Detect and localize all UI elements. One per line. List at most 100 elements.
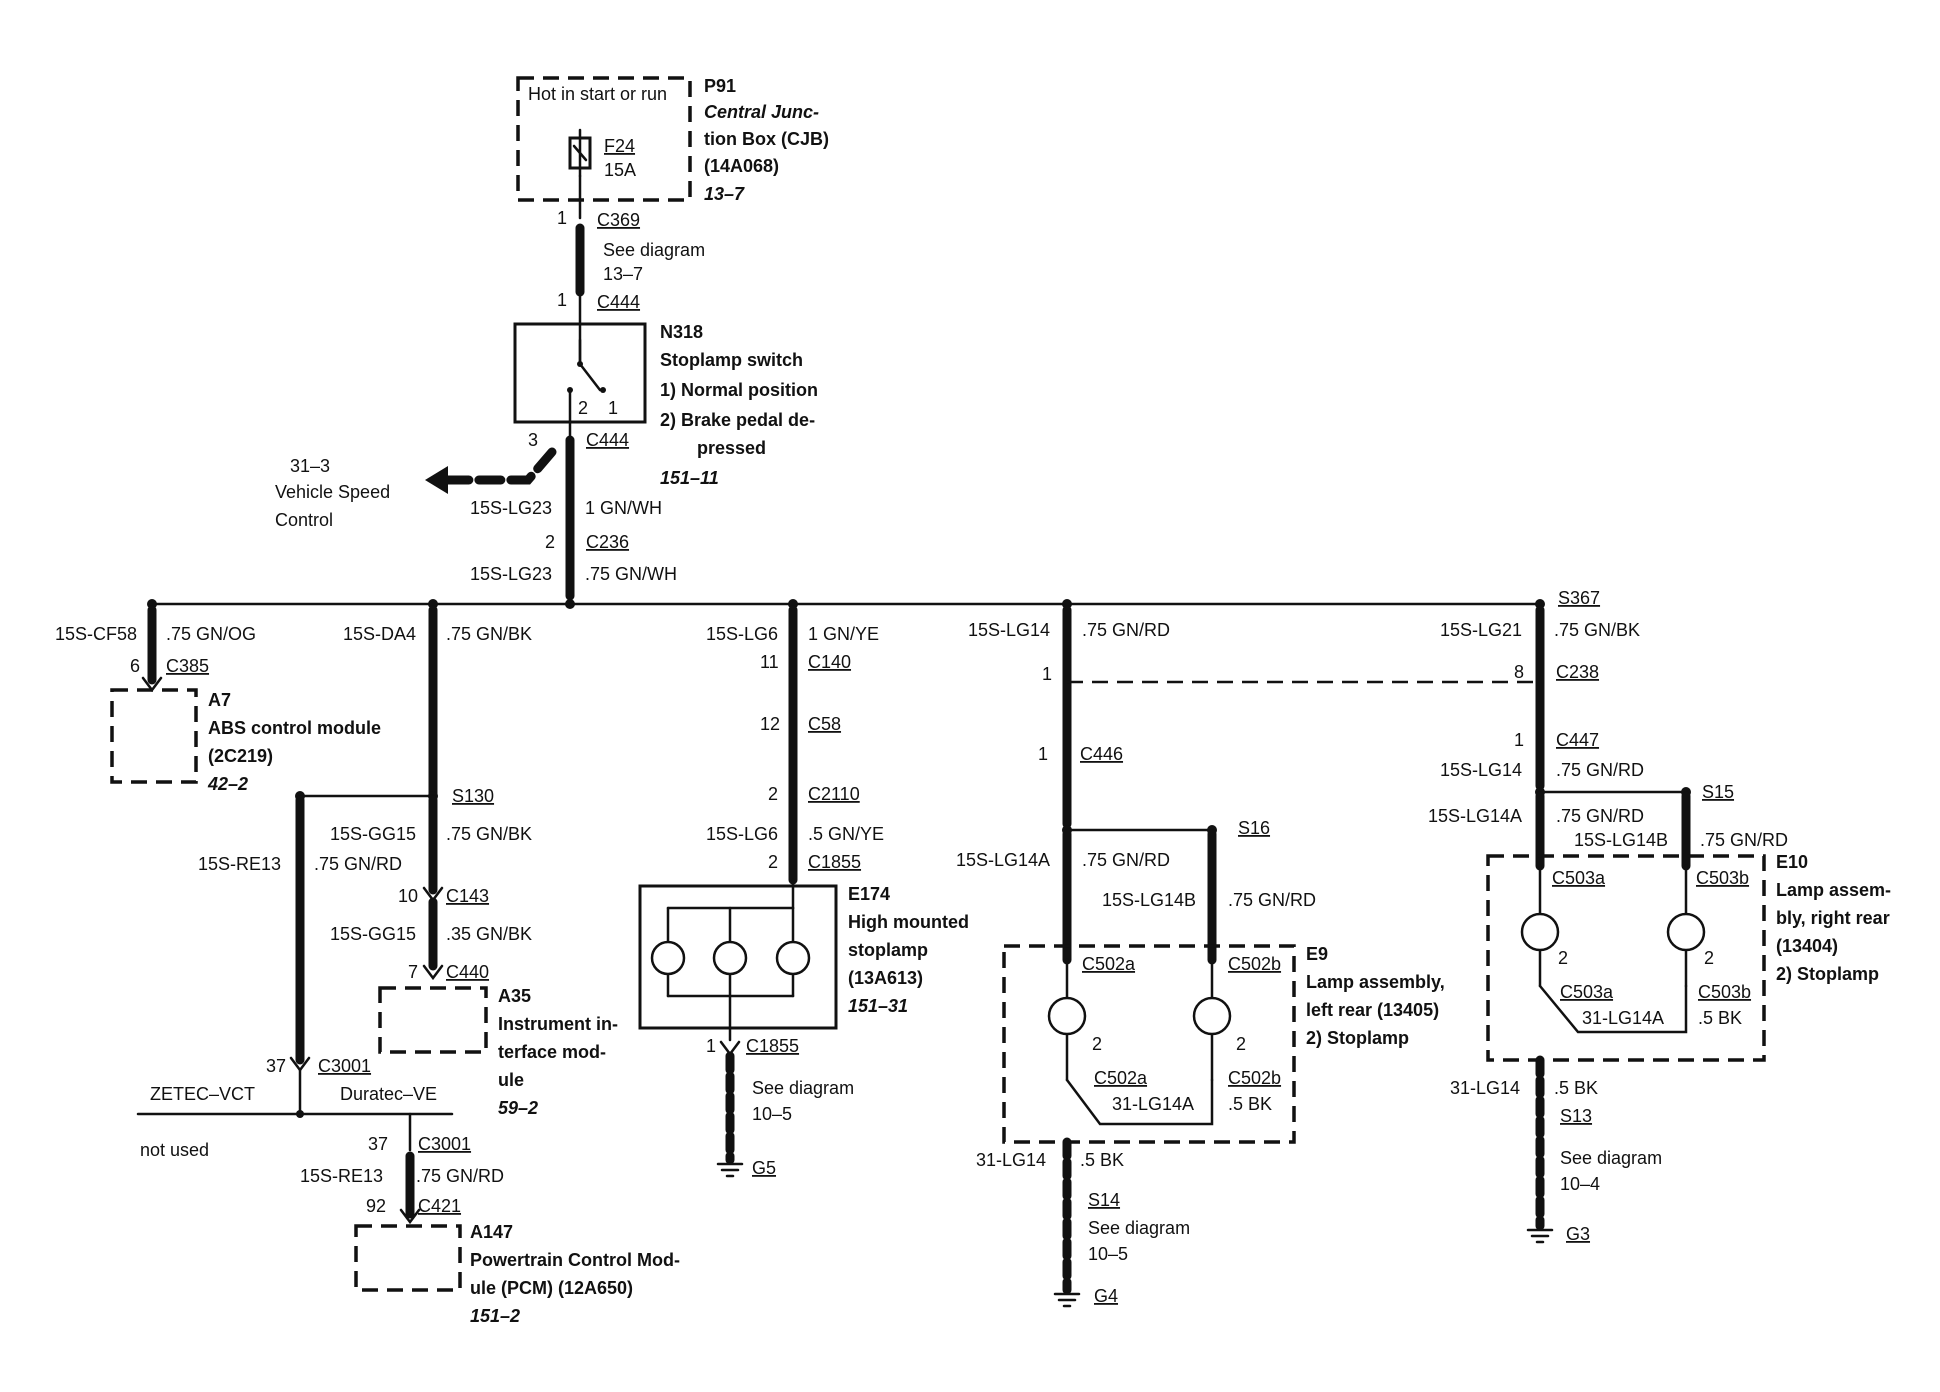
ic-name-1: Instrument in- xyxy=(498,1014,618,1034)
s16-label: S16 xyxy=(1238,818,1270,838)
fuse-amps-label: 15A xyxy=(604,160,636,180)
p91-id: P91 xyxy=(704,76,736,96)
rh-color: .75 GN/BK xyxy=(1554,620,1640,640)
duratec-label: Duratec–VE xyxy=(340,1084,437,1104)
lh-name-1: Lamp assembly, xyxy=(1306,972,1445,992)
c238-label: C238 xyxy=(1556,662,1599,682)
c444-top-pin: 1 xyxy=(557,290,567,310)
ic-color-3: .35 GN/BK xyxy=(446,924,532,944)
c444-top-label: C444 xyxy=(597,292,640,312)
rh-name-1: Lamp assem- xyxy=(1776,880,1891,900)
c440-pin: 7 xyxy=(408,962,418,982)
vsc-line-2: Control xyxy=(275,510,333,530)
ic-name-3: ule xyxy=(498,1070,524,1090)
lh-c238-pin: 1 xyxy=(1042,664,1052,684)
lh-ground-color: .5 BK xyxy=(1080,1150,1124,1170)
lh-name-3: 2) Stoplamp xyxy=(1306,1028,1409,1048)
abs-module-box xyxy=(110,688,198,784)
pcm-color-2: .75 GN/RD xyxy=(416,1166,504,1186)
c502a-label: C502a xyxy=(1082,954,1136,974)
c3001-pin-2: 37 xyxy=(368,1134,388,1154)
p91-name-2: tion Box (CJB) xyxy=(704,129,829,149)
stoplamp-switch-box xyxy=(513,322,647,424)
pcm-id: A147 xyxy=(470,1222,513,1242)
rh-bulb-a-icon xyxy=(1520,912,1560,952)
c58-label: C58 xyxy=(808,714,841,734)
rh-c238-pin: 8 xyxy=(1514,662,1524,682)
chmsl-bulb-1-icon xyxy=(650,940,686,976)
abs-name-2: (2C219) xyxy=(208,746,273,766)
s130-label: S130 xyxy=(452,786,494,806)
c58-pin: 12 xyxy=(760,714,780,734)
rh-see-ref: 10–4 xyxy=(1560,1174,1600,1194)
n318-id: N318 xyxy=(660,322,703,342)
switch-pin-2: 2 xyxy=(578,398,588,418)
abs-circuit: 15S-CF58 xyxy=(55,624,137,644)
main-color-1: 1 GN/WH xyxy=(585,498,662,518)
pcm-name-2: ule (PCM) (12A650) xyxy=(470,1278,633,1298)
vsc-line-1: Vehicle Speed xyxy=(275,482,390,502)
c385-label: C385 xyxy=(166,656,209,676)
lh-id: E9 xyxy=(1306,944,1328,964)
chmsl-name-2: stoplamp xyxy=(848,940,928,960)
vsc-ref: 31–3 xyxy=(290,456,330,476)
pcm-module-box xyxy=(354,1224,462,1292)
lh-circuit: 15S-LG14 xyxy=(968,620,1050,640)
lh-color-a: .75 GN/RD xyxy=(1082,850,1170,870)
switch-pin-1: 1 xyxy=(608,398,618,418)
chmsl-ref: 151–31 xyxy=(848,996,908,1016)
c2110-pin: 2 xyxy=(768,784,778,804)
rh-color-a: .75 GN/RD xyxy=(1556,806,1644,826)
lh-circuit-b: 15S-LG14B xyxy=(1102,890,1196,910)
rh-color-2: .75 GN/RD xyxy=(1556,760,1644,780)
chmsl-color: 1 GN/YE xyxy=(808,624,879,644)
main-color-2: .75 GN/WH xyxy=(585,564,677,584)
rh-bulb-b-icon xyxy=(1666,912,1706,952)
pcm-circuit: 15S-RE13 xyxy=(198,854,281,874)
c502b-lower-label: C502b xyxy=(1228,1068,1281,1088)
vehicle-speed-arrow-icon xyxy=(425,466,448,494)
rh-color-b: .75 GN/RD xyxy=(1700,830,1788,850)
c502a-lower-label: C502a xyxy=(1094,1068,1148,1088)
p91-name-3: (14A068) xyxy=(704,156,779,176)
zetec-label: ZETEC–VCT xyxy=(150,1084,255,1104)
n318-opt-2b: pressed xyxy=(697,438,766,458)
chmsl-bulb-2-icon xyxy=(712,940,748,976)
c369-pin: 1 xyxy=(557,208,567,228)
fuse-f24-label: F24 xyxy=(604,136,635,156)
c446-pin: 1 xyxy=(1038,744,1048,764)
vehicle-speed-control-wire xyxy=(443,447,557,485)
ic-id: A35 xyxy=(498,986,531,1006)
c503b-lower-label: C503b xyxy=(1698,982,1751,1002)
c444-bottom-label: C444 xyxy=(586,430,629,450)
c3001-pin: 37 xyxy=(266,1056,286,1076)
lh-pin-a: 2 xyxy=(1092,1034,1102,1054)
c502b-label: C502b xyxy=(1228,954,1281,974)
chmsl-circuit: 15S-LG6 xyxy=(706,624,778,644)
c236-label: C236 xyxy=(586,532,629,552)
lh-pin-b: 2 xyxy=(1236,1034,1246,1054)
rh-ground-color-in: .5 BK xyxy=(1698,1008,1742,1028)
abs-id: A7 xyxy=(208,690,231,710)
rh-circuit-a: 15S-LG14A xyxy=(1428,806,1522,826)
c143-pin: 10 xyxy=(398,886,418,906)
abs-name-1: ABS control module xyxy=(208,718,381,738)
p91-ref: 13–7 xyxy=(704,184,745,204)
c421-label: C421 xyxy=(418,1196,461,1216)
c447-pin: 1 xyxy=(1514,730,1524,750)
p91-box xyxy=(516,76,692,202)
c421-pin: 92 xyxy=(366,1196,386,1216)
chmsl-circuit-2: 15S-LG6 xyxy=(706,824,778,844)
chmsl-bulb-3-icon xyxy=(775,940,811,976)
s14-label: S14 xyxy=(1088,1190,1120,1210)
c447-label: C447 xyxy=(1556,730,1599,750)
rh-id: E10 xyxy=(1776,852,1808,872)
ground-g5-icon xyxy=(716,1162,744,1178)
lh-ground-circuit-in: 31-LG14A xyxy=(1112,1094,1194,1114)
c236-pin: 2 xyxy=(545,532,555,552)
ic-circuit: 15S-DA4 xyxy=(343,624,416,644)
c369-label: C369 xyxy=(597,210,640,230)
c421-connector-icon xyxy=(399,1208,421,1225)
rh-name-2: bly, right rear xyxy=(1776,908,1890,928)
s367-label: S367 xyxy=(1558,588,1600,608)
